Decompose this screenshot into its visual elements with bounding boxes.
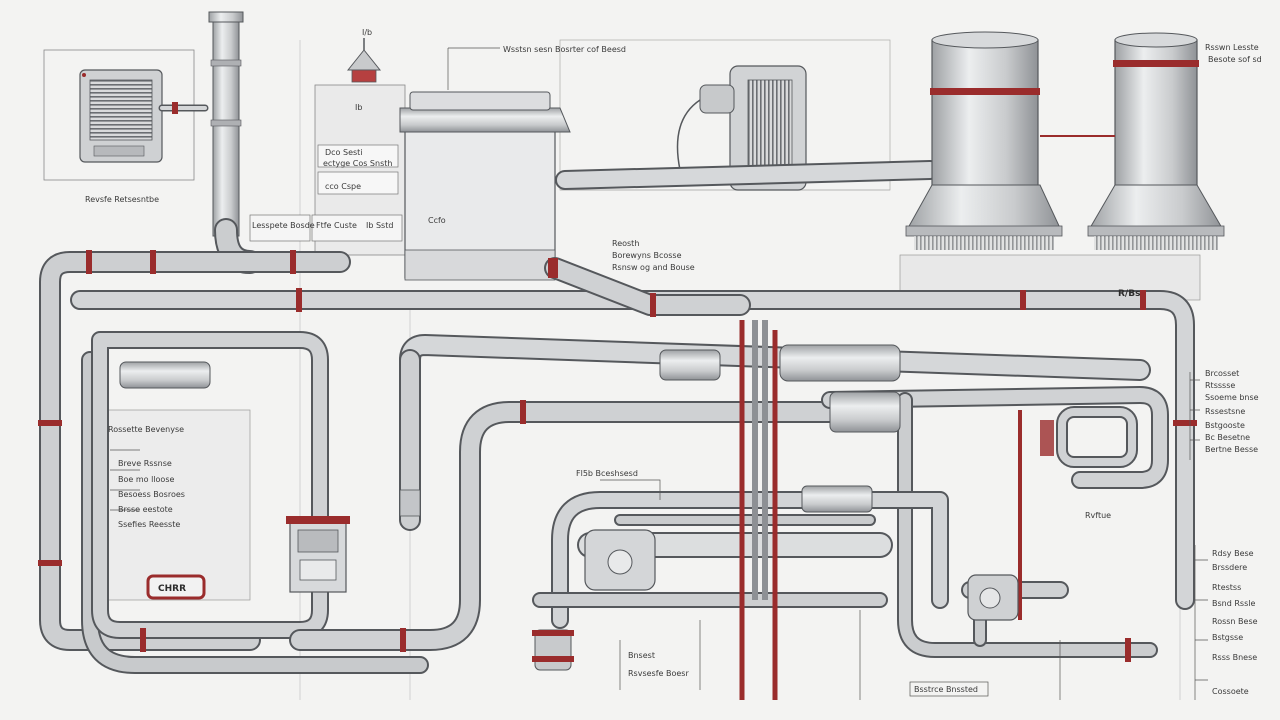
left-list-2: Breve Rssnse xyxy=(118,459,172,468)
left-list-6: Ssefies Reesste xyxy=(118,520,180,529)
tank-tag: Ccfo xyxy=(428,216,446,225)
right-list-4: Rssestsne xyxy=(1205,407,1245,416)
spec-panel xyxy=(249,144,403,242)
vent-stack xyxy=(208,11,262,274)
bottom-right-4: Bsnd Rssle xyxy=(1212,599,1255,608)
bottom-right-1: Rdsy Bese xyxy=(1212,549,1254,558)
valve-icon xyxy=(1040,406,1138,468)
bottom-mid-3: Bsstrce Bnssted xyxy=(914,685,978,694)
panel-line-1: Dco Sesti xyxy=(325,148,363,157)
bottom-right-6: Bstgsse xyxy=(1212,633,1243,642)
chimney-stack-icon xyxy=(905,31,1063,250)
right-list-7: Bertne Besse xyxy=(1205,445,1258,454)
tag-badge xyxy=(146,574,206,600)
panel-line-2: ectyge Cos Snsth xyxy=(323,159,392,168)
left-list-4: Besoess Bosroes xyxy=(118,490,185,499)
right-list-6: Bc Besetne xyxy=(1205,433,1250,442)
left-list-3: Boe mo lloose xyxy=(118,475,174,484)
bottom-right-3: Rtestss xyxy=(1212,583,1241,592)
bottom-mid-1: Bnsest xyxy=(628,651,655,660)
box-tag-3: Ib Sstd xyxy=(366,221,393,230)
tank-icon xyxy=(399,91,571,281)
flange-rings xyxy=(38,250,1197,662)
right-list-2: Rtsssse xyxy=(1205,381,1235,390)
bottom-mid-2: Rsvsesfe Boesr xyxy=(628,669,689,678)
tag-badge-text: CHRR xyxy=(158,584,186,594)
right-list-3: Ssoeme bnse xyxy=(1205,393,1259,402)
right-head: R/Bs xyxy=(1118,289,1140,299)
fan-unit-icon xyxy=(676,65,807,191)
left-list-5: Brsse eestote xyxy=(118,505,173,514)
top-center-label: Wsstsn sesn Bosrter cof Beesd xyxy=(503,45,626,54)
roof-vent-icon xyxy=(346,38,382,83)
mid-tag-3: Rsnsw og and Bouse xyxy=(612,263,695,272)
bottom-right-7: Rsss Bnese xyxy=(1212,653,1257,662)
ac-unit-icon xyxy=(79,69,209,163)
pump-icon xyxy=(532,529,656,671)
bottom-right-8: Cossoete xyxy=(1212,687,1249,696)
left-list-1: Rossette Bevenyse xyxy=(108,425,184,434)
bottom-right-2: Brssdere xyxy=(1212,563,1247,572)
coupling-icons xyxy=(119,344,901,517)
box-tag-1: Lesspete Bosde xyxy=(252,221,315,230)
right-list-1: Brcosset xyxy=(1205,369,1239,378)
mid-tag-2: Borewyns Bcosse xyxy=(612,251,682,260)
red-risers xyxy=(739,320,1022,700)
mid-tag-1: Reosth xyxy=(612,239,639,248)
top-right-label: Rsswn Lesste xyxy=(1205,43,1259,52)
top-right-label-2: Besote sof sd xyxy=(1208,55,1262,64)
main-pipe-network xyxy=(39,251,1195,674)
pump-icon xyxy=(967,574,1019,621)
chimney-stack-icon xyxy=(1087,32,1225,250)
center-tag: Fl5b Bceshsesd xyxy=(576,469,638,478)
right-tag-mid: Rvftue xyxy=(1085,511,1111,520)
ac-unit-caption: Revsfe Retsesntbe xyxy=(85,195,159,204)
small-tag-b: Ib xyxy=(355,103,362,112)
valve-icon xyxy=(286,516,350,593)
small-tag-a: I/b xyxy=(362,28,372,37)
bottom-right-5: Rossn Bese xyxy=(1212,617,1258,626)
box-tag-2: Ftfe Custe xyxy=(316,221,357,230)
right-list-5: Bstgooste xyxy=(1205,421,1245,430)
panel-line-3: cco Cspe xyxy=(325,182,361,191)
